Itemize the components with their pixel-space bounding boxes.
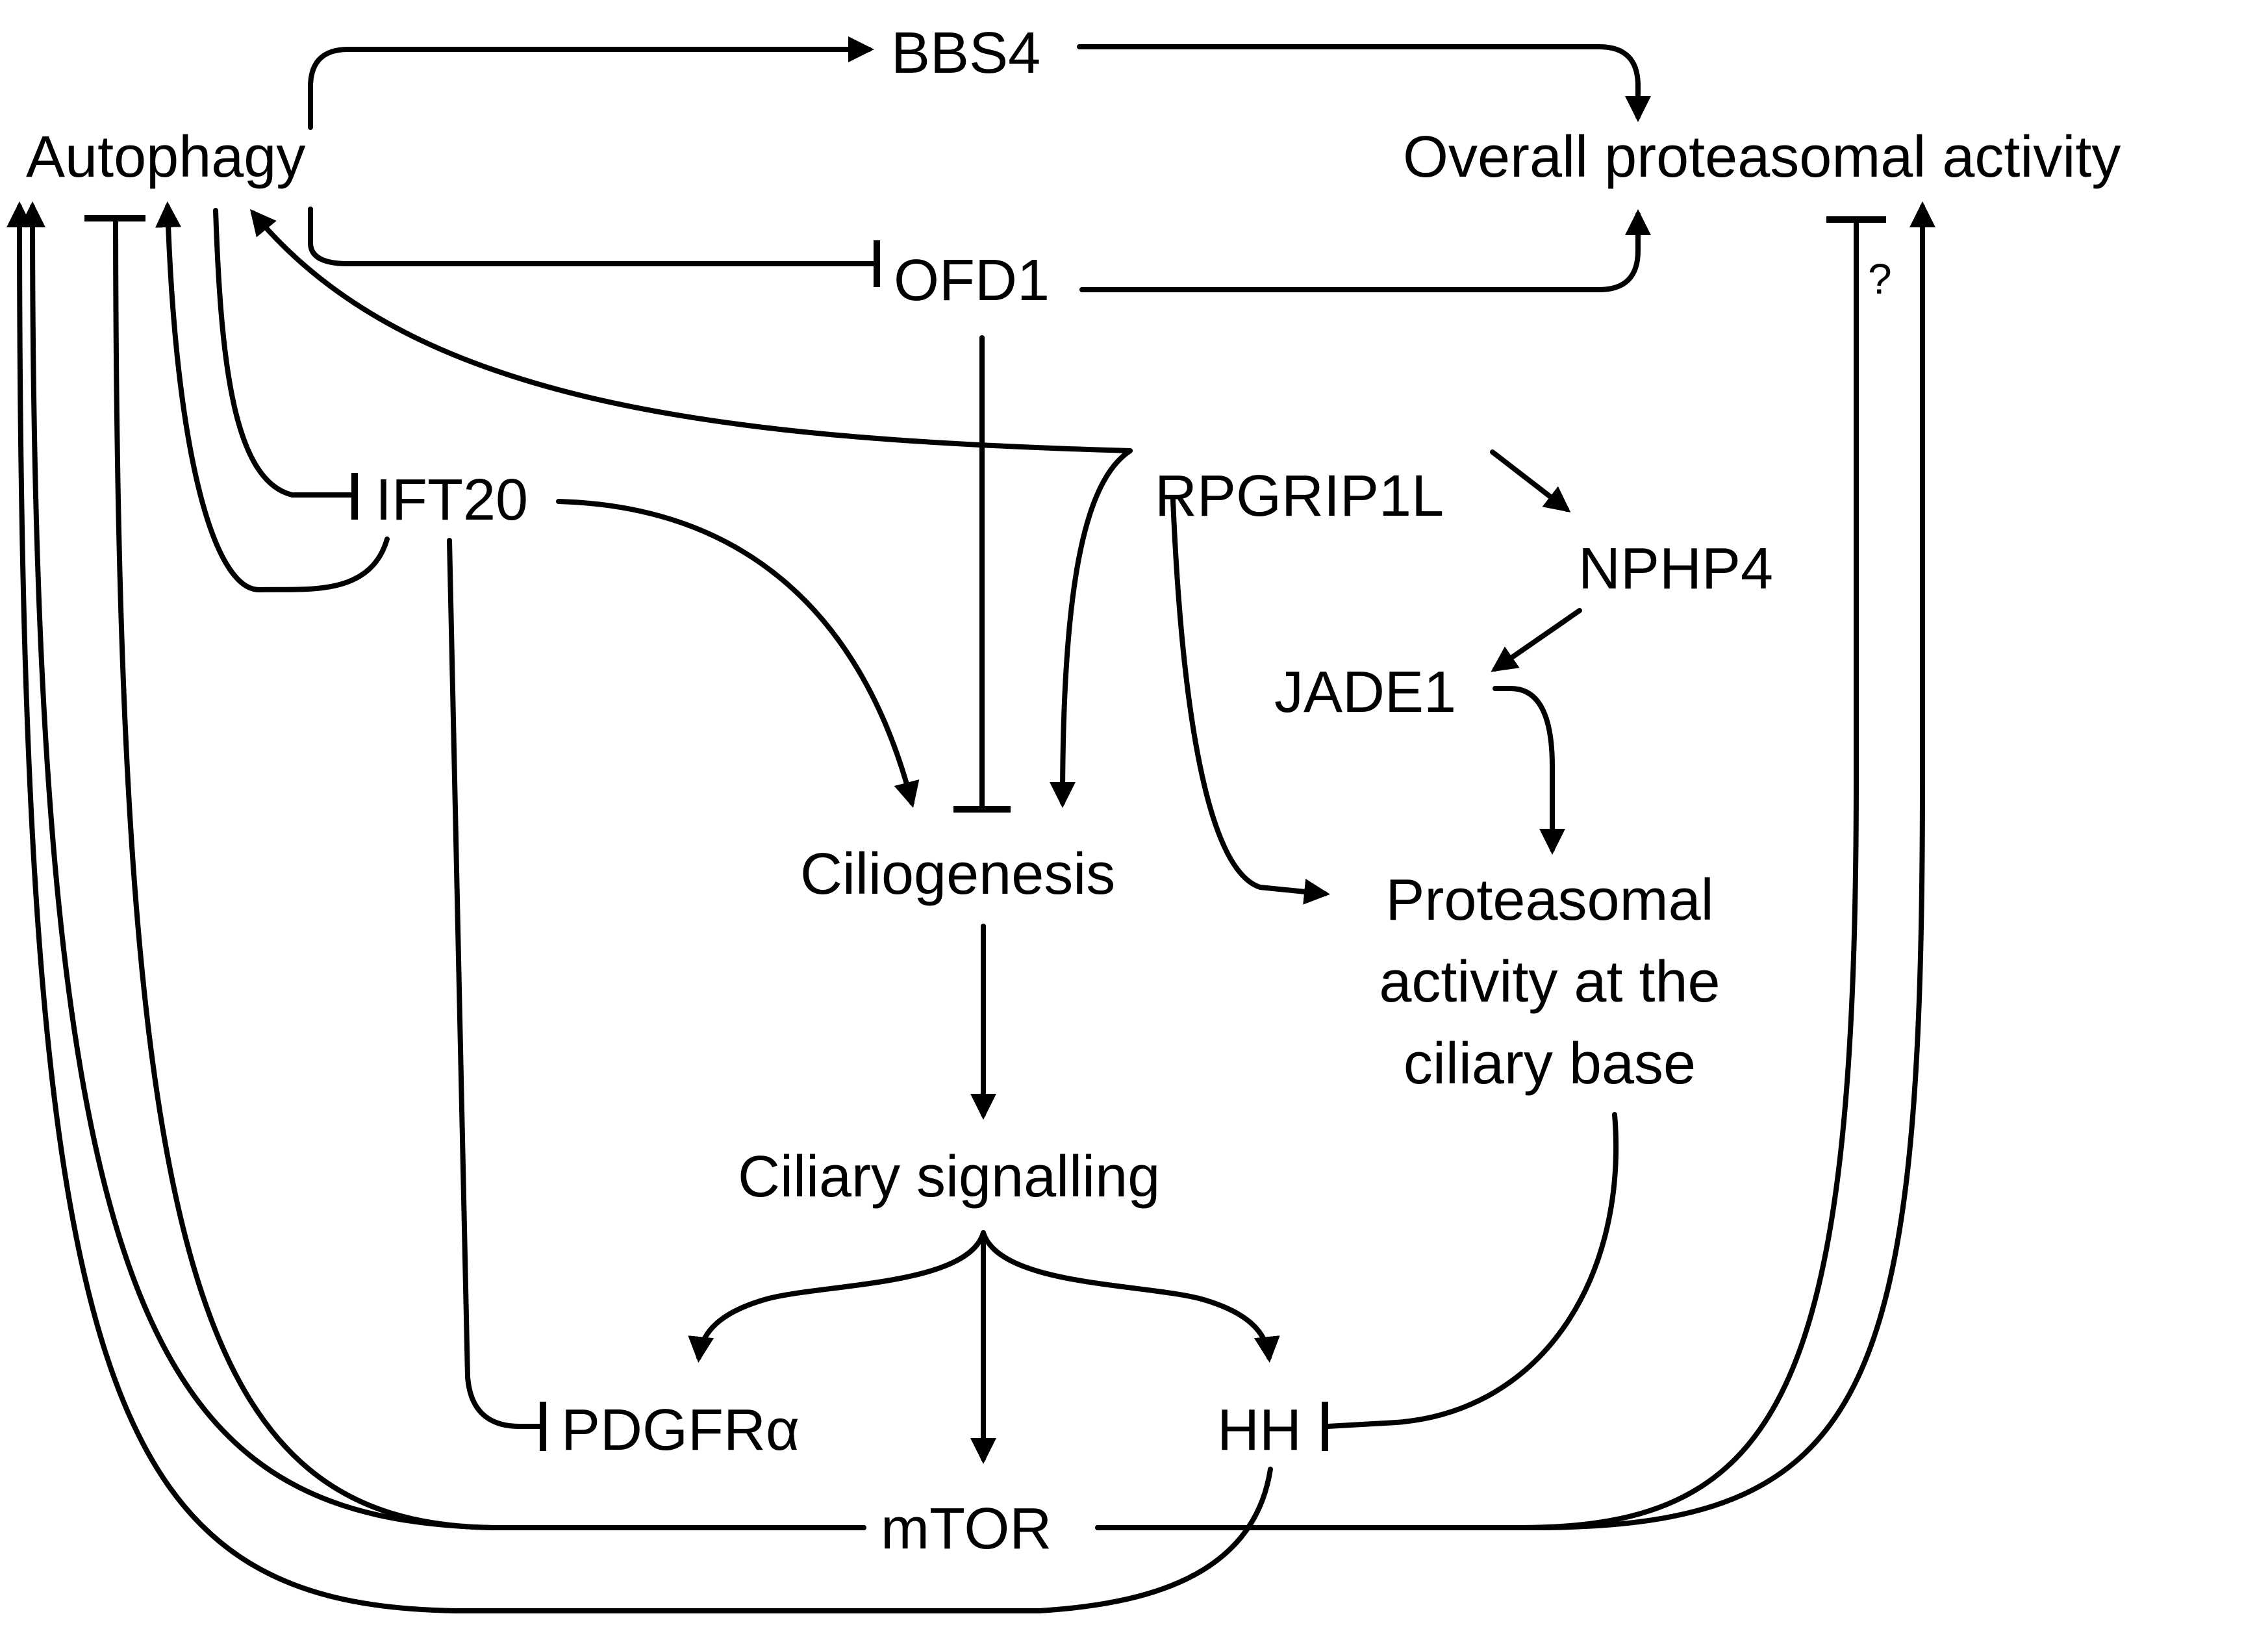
node-ciliary-signalling: Ciliary signalling	[738, 1144, 1160, 1209]
uncertain-link-label: ?	[1868, 255, 1892, 303]
edge-mtor-inhibits-overall-proteasome	[1095, 220, 1859, 1530]
edge-ift20-to-autophagy	[155, 201, 390, 593]
node-ciliary-proteasome-line3: ciliary base	[1404, 1031, 1696, 1096]
edge-mtor-inhibits-autophagy	[113, 218, 866, 1530]
node-ciliary-proteasome-line2: activity at the	[1379, 950, 1720, 1015]
edge-ofd1-to-overall-proteasome	[1079, 209, 1651, 292]
edge-ciliary-signalling-to-pdgfra	[688, 1230, 986, 1363]
edge-bbs4-to-overall-proteasome	[1077, 44, 1651, 122]
edge-rpgrip1l-to-nphp4	[1490, 449, 1571, 512]
edge-autophagy-to-bbs4	[308, 36, 874, 130]
edge-mtor-to-autophagy-outer	[19, 201, 866, 1530]
edge-autophagy-inhibits-ift20	[213, 208, 353, 498]
edge-ciliary-proteasome-inhibits-hh	[1325, 1112, 1619, 1429]
node-autophagy: Autophagy	[26, 125, 305, 190]
node-jade1: JADE1	[1274, 660, 1456, 725]
node-ift20: IFT20	[375, 468, 528, 533]
node-pdgfra: PDGFRα	[561, 1398, 800, 1463]
node-labels: Autophagy BBS4 Overall proteasomal activ…	[26, 21, 2121, 1561]
node-ciliary-proteasome-line1: Proteasomal	[1385, 868, 1713, 933]
edge-ciliary-signalling-to-hh	[981, 1230, 1280, 1363]
node-hh: HH	[1217, 1398, 1302, 1463]
edge-mtor-to-overall-proteasome	[1095, 201, 1935, 1530]
node-mtor: mTOR	[881, 1497, 1052, 1561]
node-overall-proteasomal-activity: Overall proteasomal activity	[1403, 125, 2121, 190]
edge-hh-to-autophagy	[6, 201, 1273, 1613]
edge-rpgrip1l-to-ciliogenesis	[1050, 448, 1133, 808]
edge-rpgrip1l-to-ciliary-proteasome	[1170, 498, 1330, 905]
node-rpgrip1l: RPGRIP1L	[1155, 464, 1444, 529]
node-ofd1: OFD1	[894, 248, 1050, 313]
edge-rpgrip1l-to-autophagy	[249, 208, 1133, 453]
edge-jade1-to-ciliary-proteasome	[1493, 686, 1565, 855]
node-bbs4: BBS4	[891, 21, 1040, 86]
edge-autophagy-inhibits-ofd1	[308, 207, 877, 266]
node-ciliogenesis: Ciliogenesis	[800, 842, 1115, 907]
edge-ift20-inhibits-pdgfra	[447, 538, 543, 1429]
node-nphp4: NPHP4	[1578, 537, 1773, 601]
edges	[6, 36, 1935, 1613]
edge-ift20-to-ciliogenesis	[556, 499, 920, 808]
edge-nphp4-to-jade1	[1491, 608, 1582, 672]
